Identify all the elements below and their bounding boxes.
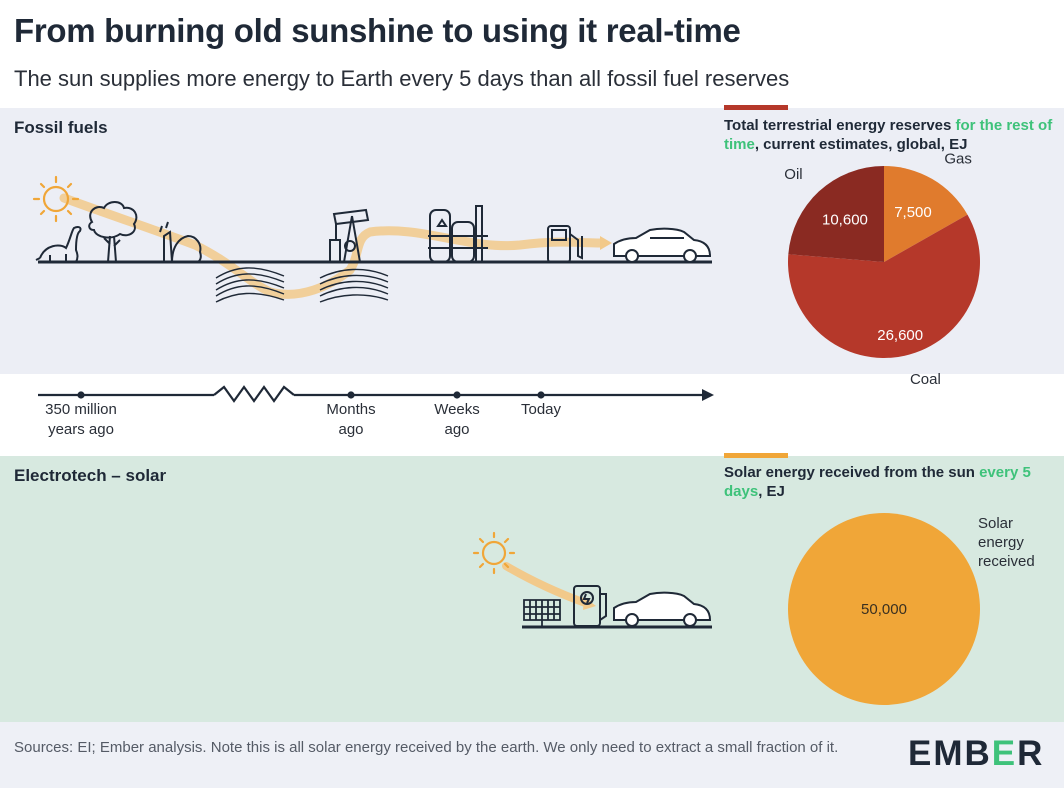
solar-section-label: Electrotech – solar xyxy=(14,466,167,485)
solar-accent-bar xyxy=(724,453,788,458)
ember-logo-part3: R xyxy=(1017,734,1045,773)
page-title: From burning old sunshine to using it re… xyxy=(14,12,741,49)
fossil-section-label: Fossil fuels xyxy=(14,118,108,137)
fossil-chart-title: Total terrestrial energy reserves for th… xyxy=(724,116,1054,154)
fossil-chart-title-part1: Total terrestrial energy reserves xyxy=(724,117,956,134)
solar-chart-title-highlight: every 5 days xyxy=(724,464,1031,500)
timeline-band xyxy=(0,374,1064,456)
ember-logo-part2: E xyxy=(991,734,1018,773)
fossil-chart-title-part2: , current estimates, global, EJ xyxy=(754,136,968,153)
footer-band xyxy=(0,722,1064,788)
solar-chart-title: Solar energy received from the sun every… xyxy=(724,463,1054,501)
fossil-accent-bar xyxy=(724,105,788,110)
ember-logo: EMBER xyxy=(908,734,1044,774)
solar-chart-title-part1: Solar energy received from the sun xyxy=(724,464,980,481)
page-subtitle: The sun supplies more energy to Earth ev… xyxy=(14,66,790,91)
fossil-chart-title-highlight: for the rest of time xyxy=(724,117,1053,153)
footer-source: Sources: EI; Ember analysis. Note this i… xyxy=(14,739,839,756)
ember-logo-part1: EMB xyxy=(908,734,992,773)
solar-chart-title-part2: , EJ xyxy=(758,483,785,500)
